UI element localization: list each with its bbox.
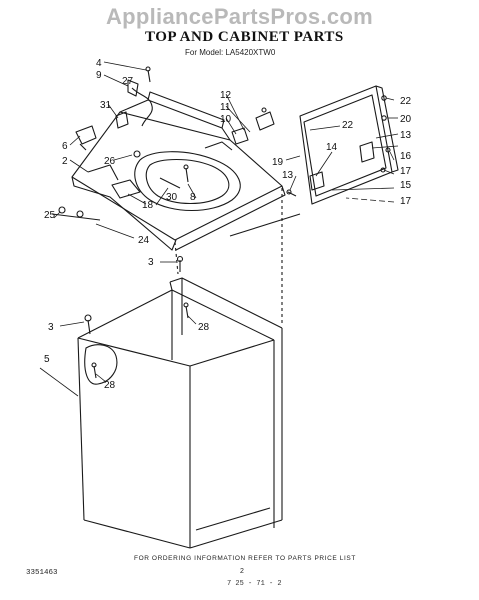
- callout-12: 12: [220, 90, 232, 101]
- callout-22-upper: 22: [400, 96, 412, 107]
- ordering-footnote: FOR ORDERING INFORMATION REFER TO PARTS …: [134, 555, 356, 562]
- callout-22-lower: 22: [342, 120, 354, 131]
- callout-25: 25: [44, 210, 56, 221]
- callout-4: 4: [96, 58, 102, 69]
- callout-3-upper: 3: [148, 257, 154, 268]
- callout-5: 5: [44, 354, 50, 365]
- diagram-title: TOP AND CABINET PARTS: [145, 29, 344, 45]
- callout-3-lower: 3: [48, 322, 54, 333]
- callout-26: 26: [104, 156, 116, 167]
- callout-27: 27: [122, 76, 134, 87]
- top-hardware: [51, 66, 275, 221]
- callout-18: 18: [142, 200, 154, 211]
- date-code: 7 25 - 71 - 2: [227, 580, 282, 588]
- page-number: 2: [240, 568, 244, 575]
- callout-13-lower: 13: [282, 170, 294, 181]
- callout-9: 9: [96, 70, 102, 81]
- callout-31: 31: [100, 100, 112, 111]
- callout-28-upper: 28: [198, 322, 210, 333]
- washer-lid: [286, 85, 399, 205]
- callout-17-lower: 17: [400, 196, 412, 207]
- callout-8: 8: [190, 192, 196, 203]
- callout-2: 2: [62, 156, 68, 167]
- callout-20: 20: [400, 114, 412, 125]
- callout-24: 24: [138, 235, 150, 246]
- callout-30: 30: [166, 192, 178, 203]
- callout-6: 6: [62, 141, 68, 152]
- callout-28-lower: 28: [104, 380, 116, 391]
- callout-14: 14: [326, 142, 338, 153]
- callout-15: 15: [400, 180, 412, 191]
- washer-top-assembly: [71, 91, 286, 251]
- callout-13-upper: 13: [400, 130, 412, 141]
- leader-lines: [39, 61, 399, 397]
- model-line: For Model: LA5420XTW0: [185, 48, 276, 57]
- document-number: 3351463: [26, 569, 58, 577]
- callout-11: 11: [220, 102, 231, 113]
- callout-17-upper: 17: [400, 166, 412, 177]
- site-watermark: AppliancePartsPros.com: [105, 4, 374, 29]
- washer-cabinet: [77, 188, 301, 549]
- callout-16: 16: [400, 151, 412, 162]
- callout-10: 10: [220, 114, 232, 125]
- callout-numbers: 4 9 27 31 6 2 26 18 30 8 25 24 12 11 10 …: [44, 58, 412, 391]
- callout-19: 19: [272, 157, 284, 168]
